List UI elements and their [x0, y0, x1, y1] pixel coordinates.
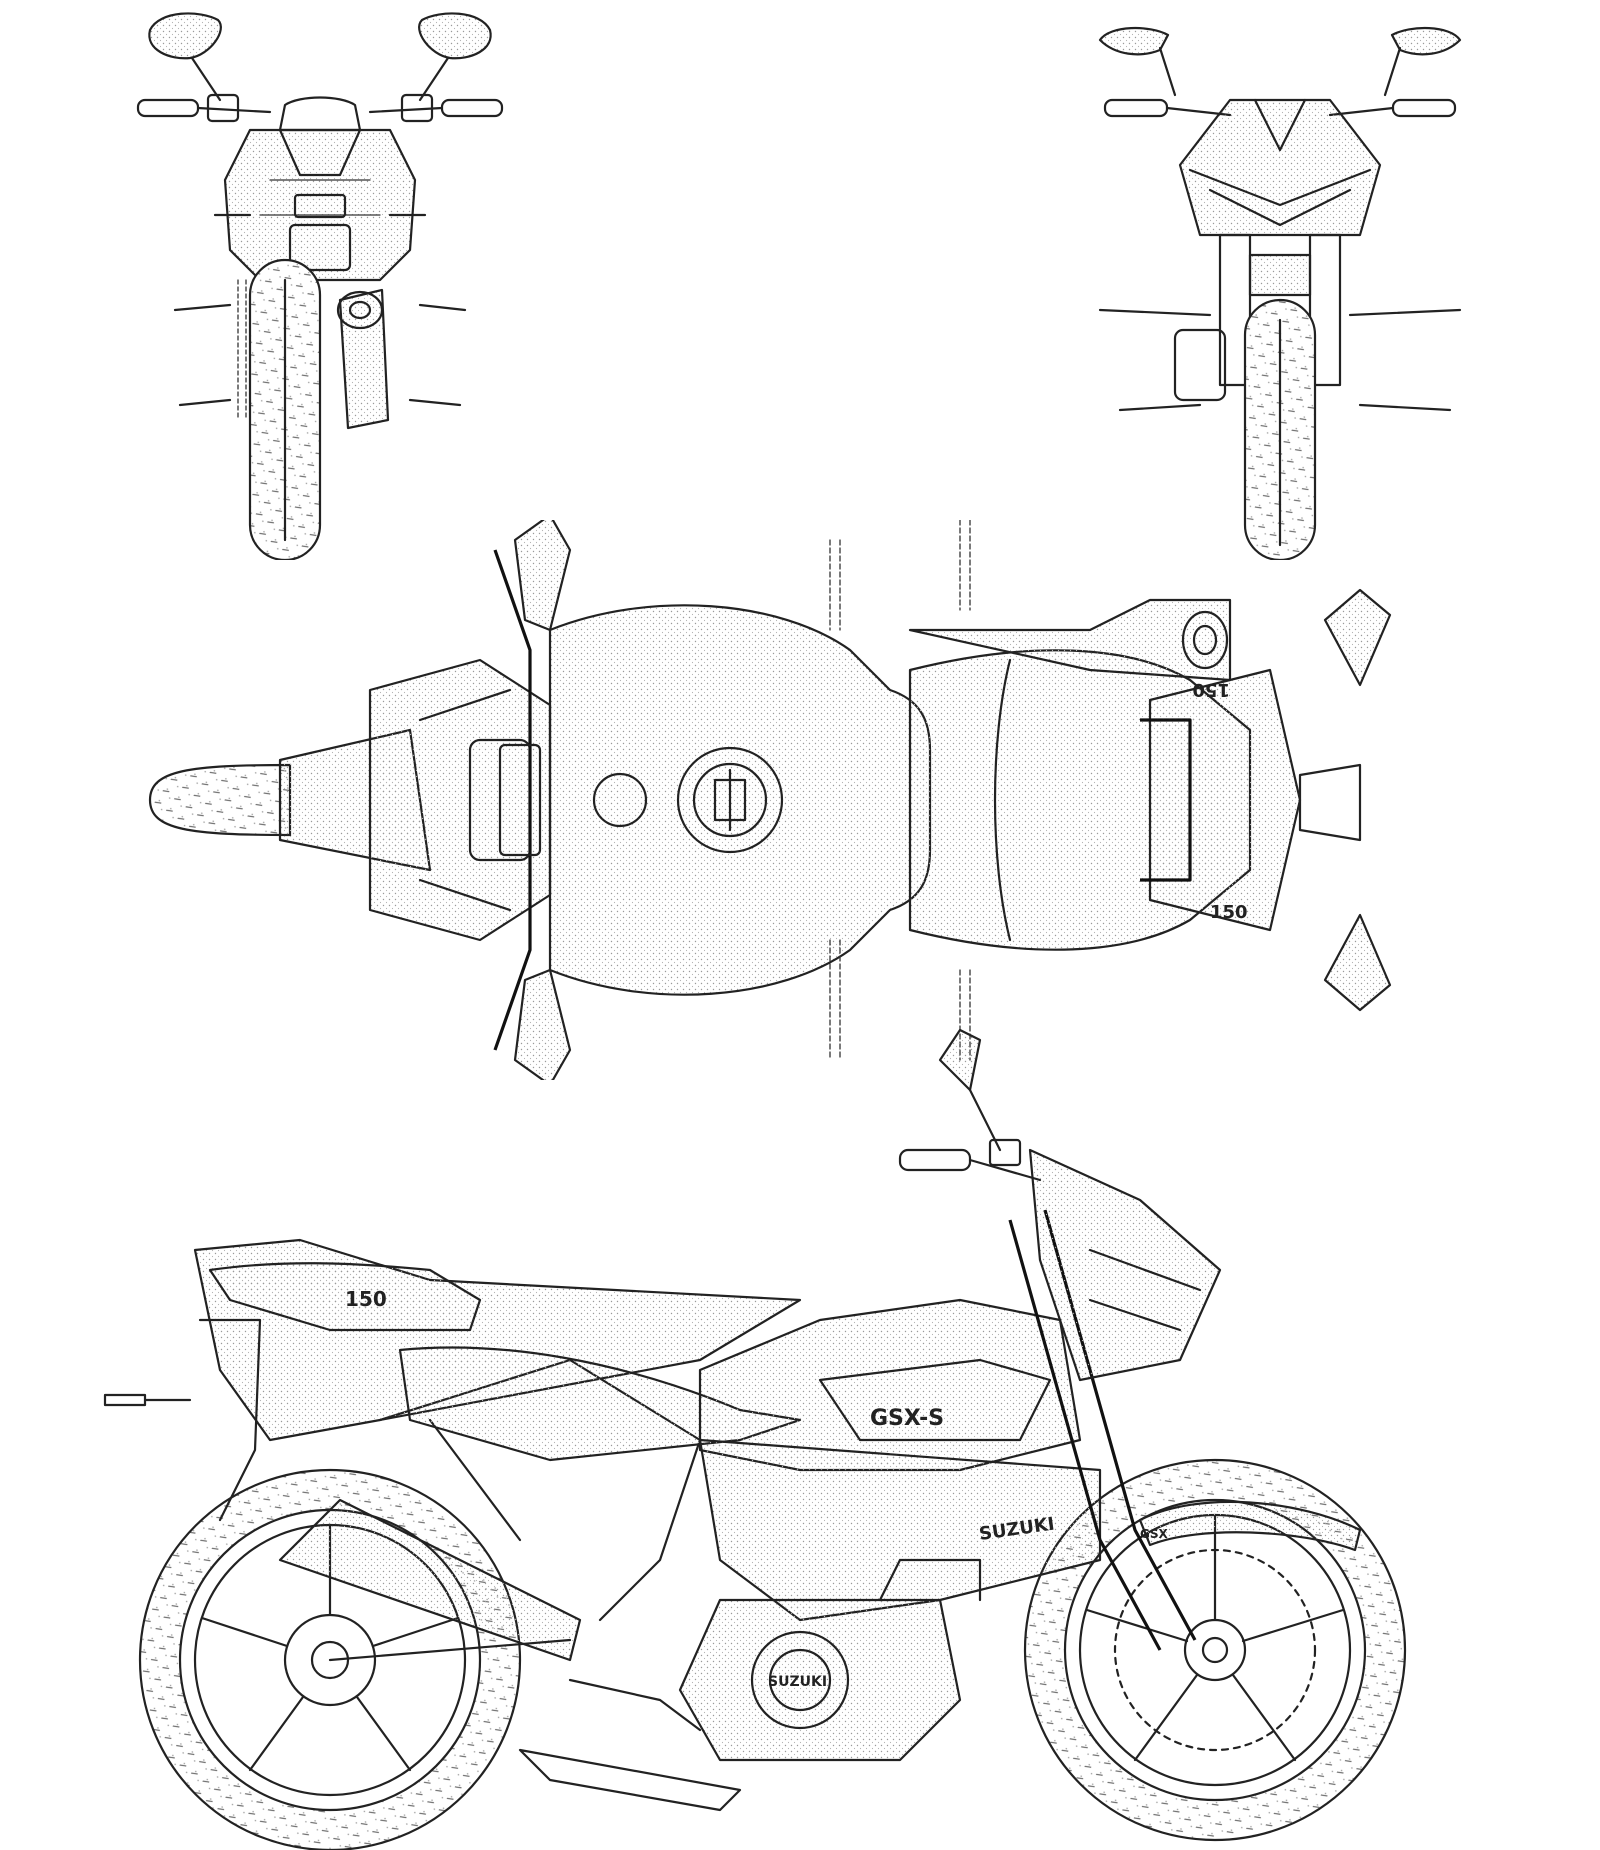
front-fork — [1218, 233, 1342, 387]
pillion-cowl: 150 — [208, 1262, 482, 1332]
tail-top: 150 150 — [1140, 668, 1302, 932]
headlight-top — [368, 658, 552, 942]
left-mirror — [1098, 26, 1177, 97]
left-mirror — [148, 12, 222, 102]
tail-section — [213, 96, 427, 282]
engine: SUZUKI — [678, 1558, 982, 1762]
headlight-cowl — [1178, 98, 1382, 237]
front-view — [1080, 0, 1480, 560]
handlebar-top — [493, 520, 572, 1080]
tail-model-mark-lower: 150 — [1210, 902, 1248, 923]
rear-view — [120, 0, 520, 560]
fuel-tank-top — [548, 604, 932, 996]
right-mirror — [418, 12, 492, 102]
front-tire — [1243, 298, 1317, 560]
fork-model-mark: GSX — [1140, 1527, 1168, 1541]
front-fender: GSX — [1138, 1500, 1362, 1552]
headlight-cowl — [1028, 1148, 1222, 1382]
tank-emblem: GSX-S — [870, 1406, 944, 1431]
exhaust-top — [908, 598, 1232, 682]
brand-engine-cover: SUZUKI — [768, 1674, 827, 1690]
shroud: SUZUKI — [698, 1438, 1102, 1622]
front-tire-top — [148, 763, 292, 837]
tail-model-mark-upper: 150 — [1192, 679, 1230, 700]
right-mirror — [1383, 26, 1462, 97]
top-view: 150 150 — [130, 520, 1470, 1080]
swingarm — [278, 1498, 582, 1662]
side-view: 150 GSX-S SUZUKI SUZUKI — [100, 1000, 1500, 1850]
handlebar — [136, 93, 504, 123]
tail-model-mark-side: 150 — [345, 1287, 387, 1311]
exhaust — [336, 288, 390, 430]
front-wheel — [1023, 1458, 1407, 1842]
rear-tire — [248, 258, 322, 560]
handlebar — [1103, 98, 1457, 118]
handlebar-side — [898, 1028, 1042, 1182]
